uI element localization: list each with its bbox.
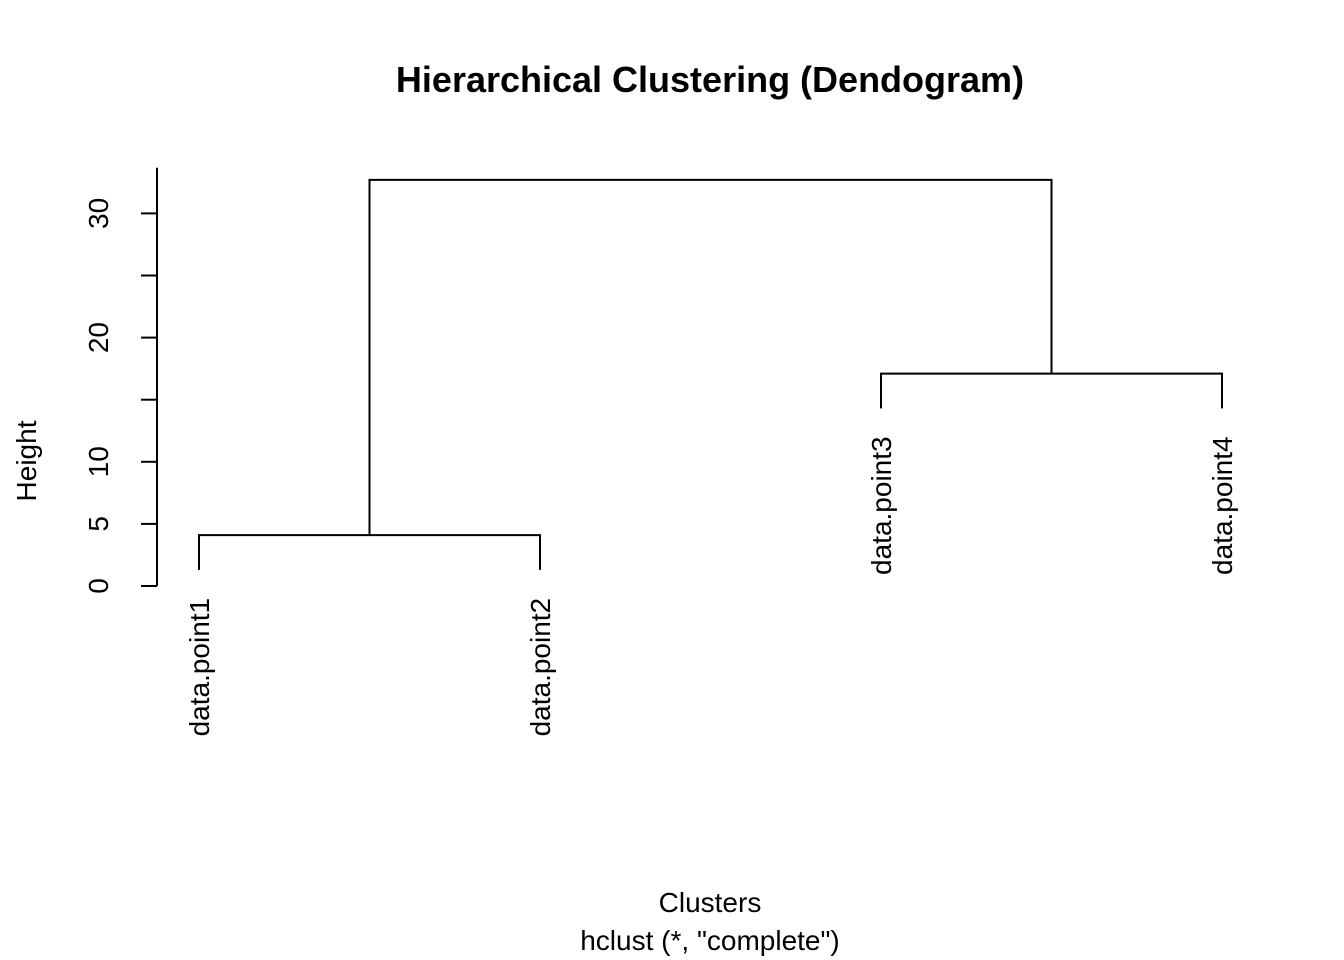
leaf-label: data.point2 (525, 598, 556, 737)
y-tick-label: 30 (83, 198, 114, 229)
y-tick-label: 20 (83, 322, 114, 353)
y-axis: 0 5 10 20 30 (83, 167, 158, 594)
y-axis-label: Height (11, 420, 42, 501)
leaf-labels: data.point1 data.point2 data.point3 data.po… (184, 436, 1238, 736)
method-sublabel: hclust (*, "complete") (580, 925, 840, 956)
merge-link-2 (880, 372, 1223, 409)
x-axis-label: Clusters (659, 887, 762, 918)
leaf-label: data.point4 (1207, 436, 1238, 575)
y-tick-label: 5 (83, 516, 114, 532)
chart-title: Hierarchical Clustering (Dendogram) (396, 59, 1024, 100)
y-tick-label: 0 (83, 578, 114, 594)
leaf-label: data.point1 (184, 598, 215, 737)
merge-link-1 (198, 534, 541, 570)
leaf-label: data.point3 (866, 436, 897, 575)
merge-link-3 (368, 178, 1053, 536)
dendrogram-links (198, 178, 1223, 570)
y-tick-label: 10 (83, 446, 114, 477)
